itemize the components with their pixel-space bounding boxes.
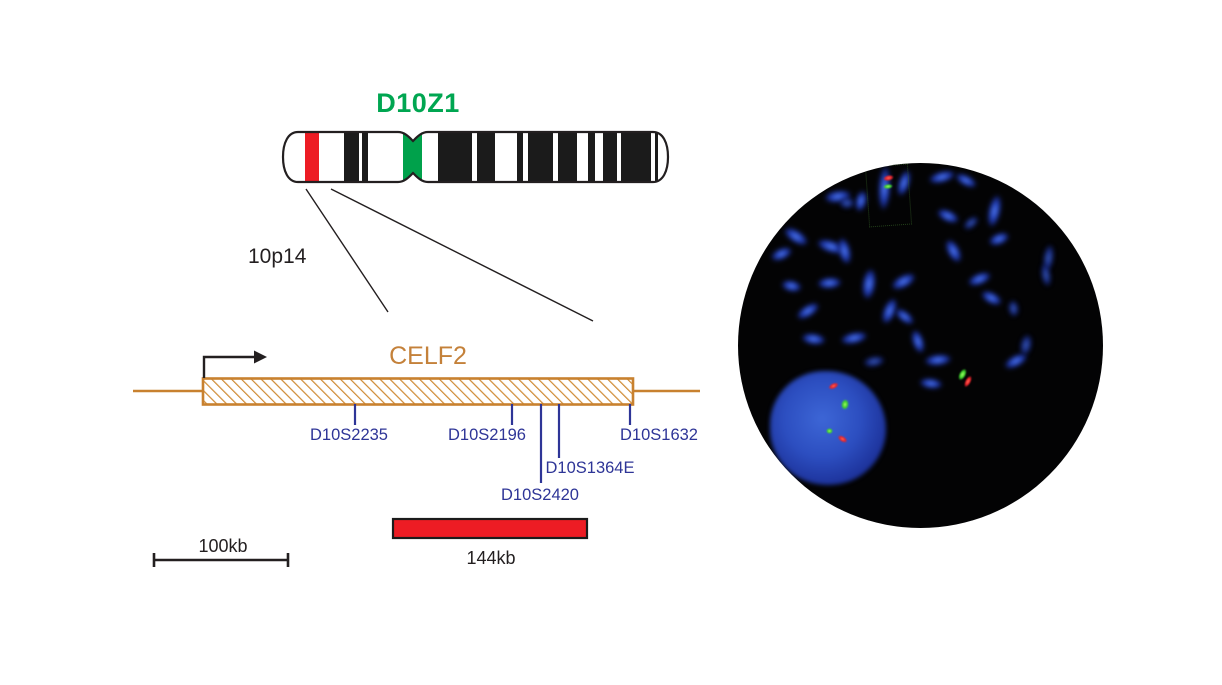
chromosome-band [655,132,658,182]
locus-band-label: 10p14 [248,245,307,268]
chromosome-band [528,132,553,182]
chromosome-blob [1006,298,1020,318]
transcription-start-arrow [202,350,267,378]
chromosome-band [403,132,422,182]
scale-bar [152,553,290,567]
chromosome-band [603,132,617,182]
chromosome-band [362,132,368,182]
chromosome-blob [816,276,842,290]
chromosome-blob [934,205,962,227]
chromosome-blob [779,277,803,295]
chromosome-blob [862,353,886,369]
highlight-box [864,163,913,228]
probe-bar [391,517,589,540]
chromosome-blob [978,287,1004,309]
chromosome-blob [793,299,823,323]
chromosome-blob [799,331,827,347]
chromosome-band [305,132,319,182]
chromosome-blob [952,169,980,191]
zoom-guide-line-right [330,188,594,322]
celf2-gene-box [201,377,635,406]
chromosome-band [588,132,595,182]
chromosome-band [517,132,523,182]
marker-label: D10S2196 [448,426,526,444]
chromosome-blob [984,193,1004,229]
chromosome-blob [965,268,993,290]
chromosome-blob [839,197,855,209]
marker-label: D10S1632 [620,426,698,444]
marker-label: D10S2420 [501,486,579,504]
chromosome-blob [923,352,953,368]
fish-micrograph [738,163,1103,528]
chromosome-blob [926,167,958,187]
chromosome-blob [768,243,794,265]
chromosome-band [558,132,577,182]
marker-label: D10S2235 [310,426,388,444]
chromosome-blob [941,236,965,266]
chromosome-ideogram [281,130,670,184]
chromosome-blob [859,267,879,301]
marker-ticks [353,404,632,483]
chromosome-blob [1017,332,1035,358]
gene-name-label: CELF2 [389,342,467,370]
chromosome-band [438,132,472,182]
chromosome-band [477,132,495,182]
centromere-probe-label: D10Z1 [376,88,460,118]
chromosome-bands [305,132,658,182]
chromosome-blob [960,213,982,233]
chromosome-blob [888,268,918,294]
chromosome-blob [891,304,917,328]
probe-size-label: 144kb [466,548,516,568]
chromosome-band [621,132,651,182]
chromosome-blob [918,376,944,390]
chromosome-blob [834,235,854,267]
chromosome-blob [908,327,928,355]
chromosome-blob [780,222,812,250]
chromosome-outline [281,130,670,184]
chromosome-blob [986,229,1012,249]
marker-label: D10S1364E [545,459,635,477]
green-fish-signal [825,428,833,434]
chromosome-blob [839,329,869,347]
zoom-guide-line-left [305,188,389,313]
chromosome-band [344,132,359,182]
scale-bar-label: 100kb [198,536,248,556]
